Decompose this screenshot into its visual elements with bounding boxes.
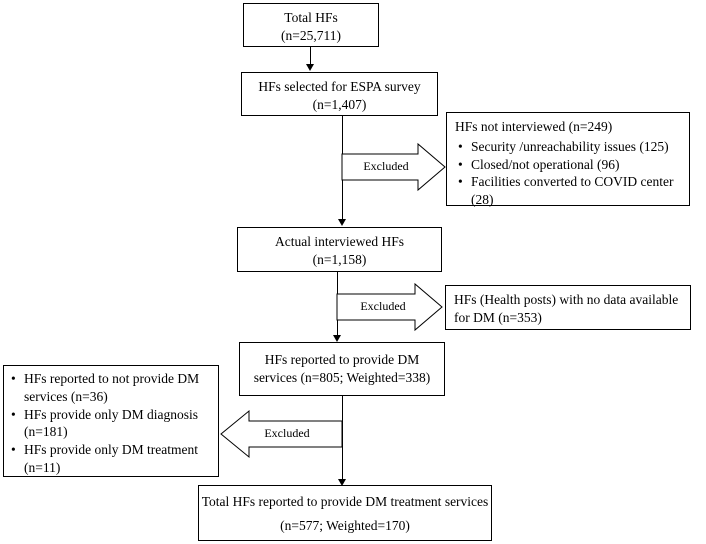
excluded-item-line: (n=11): [24, 460, 61, 476]
interviewed-hfs-box: Actual interviewed HFs (n=1,158): [237, 227, 442, 272]
excluded-arrow-3: [220, 409, 343, 459]
arrowhead-final: [338, 479, 346, 486]
excluded-dm-box: HFs reported to not provide DM services …: [3, 365, 219, 477]
excluded-item-line: HFs provide only DM diagnosis: [24, 406, 199, 422]
list-item: Security /unreachability issues (125): [458, 138, 689, 156]
list-item: HFs reported to not provide DM services …: [11, 370, 218, 406]
total-hfs-title: Total HFs: [284, 10, 338, 25]
final-dm-count: (n=577; Weighted=170): [280, 517, 410, 533]
list-item: Facilities converted to COVID center (28…: [458, 173, 689, 209]
list-item: Closed/not operational (96): [458, 156, 689, 174]
excluded-item-line: services (n=36): [24, 388, 108, 404]
selected-hfs-box: HFs selected for ESPA survey (n=1,407): [241, 72, 438, 116]
excluded-item-line: HFs provide only DM treatment: [24, 442, 198, 458]
interviewed-hfs-title: Actual interviewed HFs: [275, 234, 404, 249]
excluded-arrow-2: [336, 282, 443, 332]
provide-dm-line2: services (n=805; Weighted=338): [253, 369, 431, 385]
health-posts-box: HFs (Health posts) with no data availabl…: [445, 285, 691, 330]
provide-dm-line1: HFs reported to provide DM: [264, 352, 420, 367]
not-interviewed-list: Security /unreachability issues (125) Cl…: [455, 138, 689, 209]
final-dm-box: Total HFs reported to provide DM treatme…: [198, 485, 492, 541]
list-item: HFs provide only DM diagnosis (n=181): [11, 406, 218, 442]
list-item: HFs provide only DM treatment (n=11): [11, 441, 218, 477]
excluded-arrow-1: [341, 142, 446, 192]
excluded-item-line: (n=181): [24, 424, 68, 440]
provide-dm-box: HFs reported to provide DM services (n=8…: [239, 342, 445, 396]
total-hfs-box: Total HFs (n=25,711): [243, 3, 379, 47]
excluded-dm-list: HFs reported to not provide DM services …: [10, 370, 218, 477]
arrowhead-provide: [333, 335, 341, 342]
total-hfs-count: (n=25,711): [281, 27, 341, 43]
arrowhead-selected: [306, 64, 314, 71]
health-posts-line1: HFs (Health posts) with no data availabl…: [454, 292, 679, 307]
arrowhead-interviewed: [338, 219, 346, 226]
health-posts-line2: for DM (n=353): [454, 309, 542, 325]
excluded-label-1: Excluded: [363, 159, 409, 173]
not-interviewed-box: HFs not interviewed (n=249) Security /un…: [446, 112, 690, 209]
excluded-label-2: Excluded: [360, 299, 406, 313]
excluded-item-line: HFs reported to not provide DM: [24, 371, 200, 386]
selected-hfs-count: (n=1,407): [312, 96, 367, 112]
excluded-label-3: Excluded: [264, 426, 310, 440]
selected-hfs-title: HFs selected for ESPA survey: [258, 79, 421, 94]
interviewed-hfs-count: (n=1,158): [312, 251, 367, 267]
final-dm-title: Total HFs reported to provide DM treatme…: [201, 494, 489, 509]
connector-total-to-selected: [310, 47, 311, 65]
not-interviewed-title: HFs not interviewed (n=249): [455, 119, 613, 134]
